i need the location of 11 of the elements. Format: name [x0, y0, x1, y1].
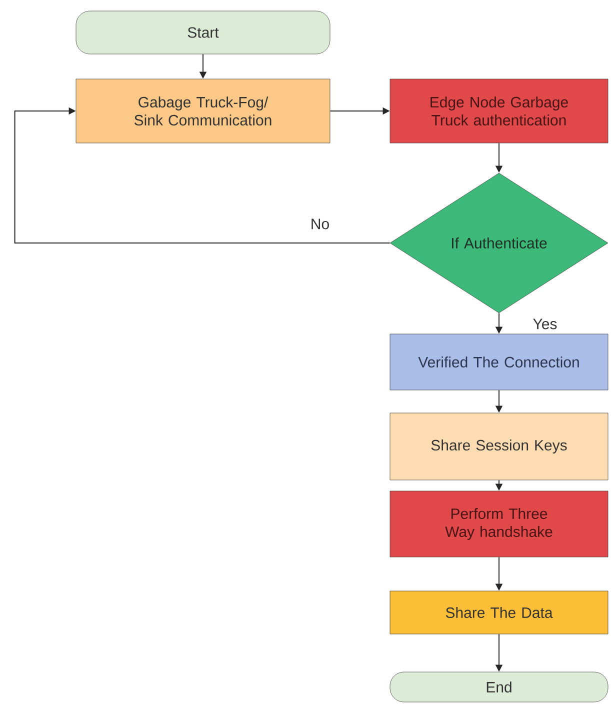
arrow [14, 107, 390, 244]
process-box: Edge Node Garbage Truck authentication [390, 78, 608, 144]
edge-label: Yes [532, 318, 558, 330]
start-terminal: Start [76, 10, 330, 54]
process-box: Perform Three Way handshake [390, 490, 608, 558]
process-box: Share The Data [390, 590, 608, 634]
process-box: Gabage Truck-Fog/ Sink Communication [76, 78, 330, 144]
end-terminal: End [390, 672, 608, 702]
process-box: Verified The Connection [390, 334, 608, 390]
process-box: Share Session Keys [390, 412, 608, 480]
edge-label: No [309, 218, 331, 230]
